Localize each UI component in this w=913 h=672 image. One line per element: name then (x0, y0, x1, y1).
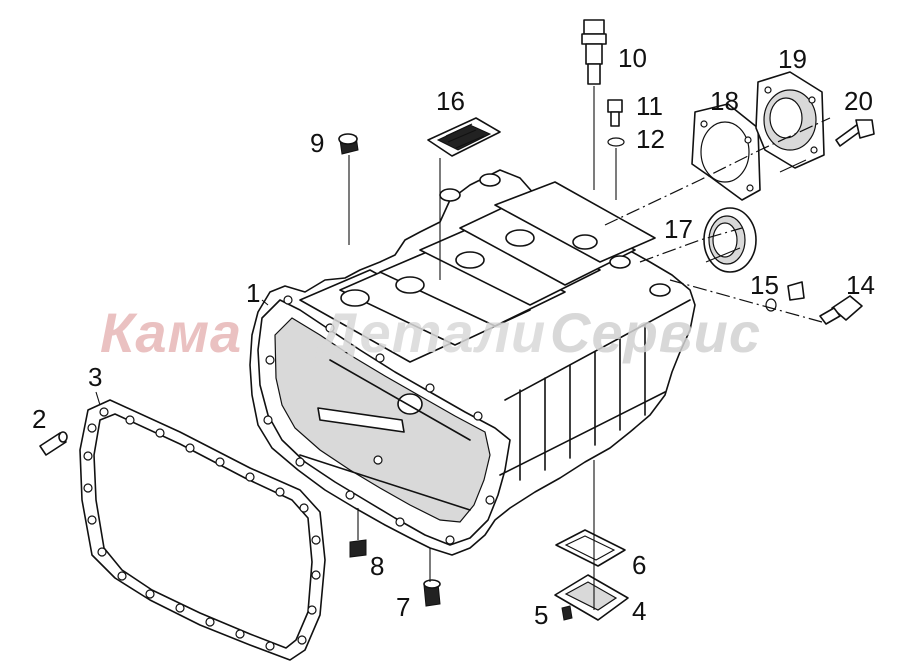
cover-plate-16 (427, 117, 501, 280)
gasket-bolt-hole (245, 472, 255, 482)
callout-3: 3 (88, 362, 102, 392)
callout-12: 12 (636, 124, 665, 154)
callout-16: 16 (436, 86, 465, 116)
gasket-bolt-hole (299, 503, 309, 513)
callout-9: 9 (310, 128, 324, 158)
gasket-bolt-hole (235, 629, 245, 639)
callout-8: 8 (370, 551, 384, 581)
callout-19: 19 (778, 44, 807, 74)
sensor-14 (819, 295, 863, 325)
bottom-cover-4 (554, 460, 629, 621)
watermark-part2: Детали (314, 301, 546, 364)
gasket-bolt-hole (155, 428, 165, 438)
rear-gasket-18 (691, 103, 761, 201)
gasket-bolt-hole (205, 617, 215, 627)
gasket-bolt-hole (307, 605, 317, 615)
callout-10: 10 (618, 43, 647, 73)
gasket-bolt-hole (83, 483, 93, 493)
callout-5: 5 (534, 600, 548, 630)
gasket-bolt-hole (87, 515, 97, 525)
callout-20: 20 (844, 86, 873, 116)
watermark-part1: Кама (100, 301, 242, 364)
gasket-bolt-hole (145, 589, 155, 599)
gasket-bolt-hole (97, 547, 107, 557)
gasket-bolt-hole (215, 457, 225, 467)
gasket-bolt-hole (265, 641, 275, 651)
oil-seal-17 (703, 207, 757, 273)
callout-1: 1 (246, 278, 260, 308)
gasket-bolt-hole (175, 603, 185, 613)
gasket-bolt-hole (99, 407, 109, 417)
gasket-bolt-hole (185, 443, 195, 453)
front-gasket (79, 399, 326, 661)
screw-5 (561, 605, 573, 621)
callout-7: 7 (396, 592, 410, 622)
callout-18: 18 (710, 86, 739, 116)
plug-7 (423, 548, 441, 607)
gasket-bolt-hole (311, 535, 321, 545)
bearing-cover-19 (755, 71, 825, 169)
gasket-bolt-hole (311, 570, 321, 580)
watermark: Кама Детали Сервис (100, 301, 761, 364)
watermark-part3: Сервис (550, 301, 761, 364)
gasket-bolt-hole (297, 635, 307, 645)
bolt-20 (835, 119, 875, 147)
plug-11 (607, 99, 625, 200)
sensor-10 (581, 19, 607, 190)
callout-17: 17 (664, 214, 693, 244)
drain-plug-top (338, 133, 359, 245)
dowel-pin (39, 431, 68, 456)
gasket-bolt-hole (83, 451, 93, 461)
callout-14: 14 (846, 270, 875, 300)
callout-2: 2 (32, 404, 46, 434)
plug-15 (765, 281, 805, 312)
callout-15: 15 (750, 270, 779, 300)
callout-11: 11 (636, 91, 663, 121)
gearbox-housing (249, 169, 696, 556)
callout-6: 6 (632, 550, 646, 580)
gasket-6 (555, 529, 626, 567)
gasket-bolt-hole (125, 415, 135, 425)
gasket-bolt-hole (87, 423, 97, 433)
callout-4: 4 (632, 596, 646, 626)
gasket-bolt-hole (275, 487, 285, 497)
plug-8 (349, 508, 367, 558)
gasket-bolt-hole (117, 571, 127, 581)
